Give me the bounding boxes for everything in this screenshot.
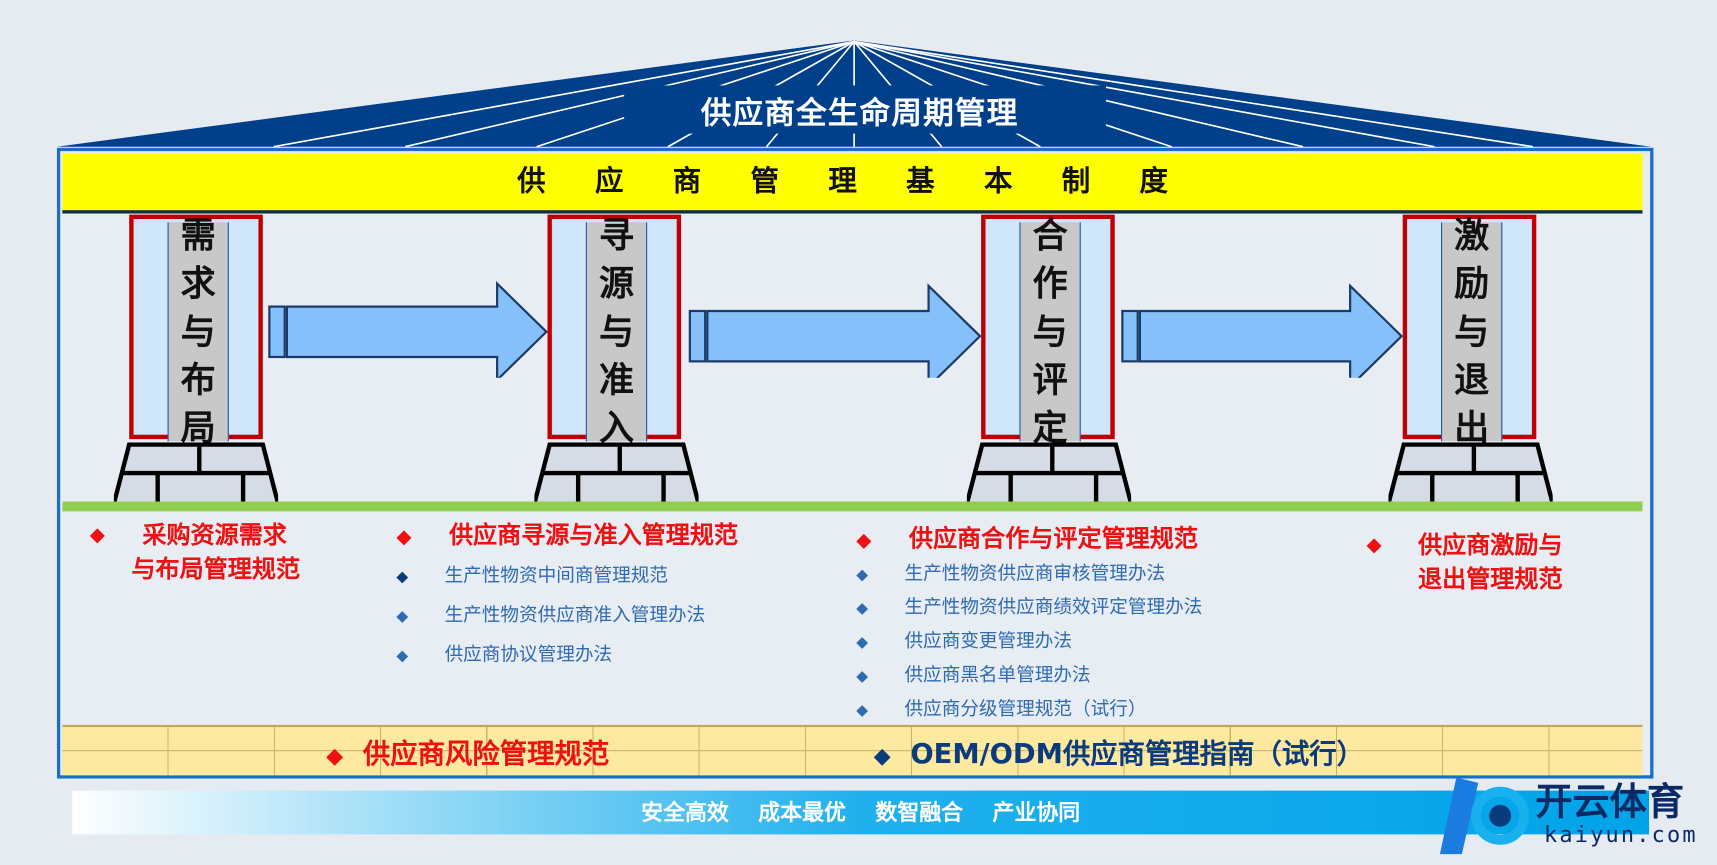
- diamond-icon: ◆: [396, 525, 412, 549]
- diamond-icon: ◆: [856, 528, 872, 552]
- diamond-icon: ◆: [856, 701, 869, 720]
- diamond-icon: ◆: [856, 566, 869, 584]
- house-frame: [56, 147, 1654, 779]
- pillar-incentive-exit: 激励与退出: [1402, 214, 1537, 449]
- diamond-icon: ◆: [856, 600, 869, 618]
- pillar-cooperation-evaluation: 合作与评定: [981, 214, 1115, 449]
- list-item: ◆生产性物资供应商绩效评定管理办法: [856, 591, 1316, 625]
- roof: [56, 40, 1652, 148]
- ground-strip: [62, 501, 1643, 512]
- diamond-icon: ◆: [396, 647, 409, 665]
- column-cooperation: ◆ 供应商合作与评定管理规范 ◆生产性物资供应商审核管理办法 ◆生产性物资供应商绩…: [856, 522, 1316, 727]
- diamond-icon: ◆: [89, 523, 105, 547]
- column-heading: 退出管理规范: [1418, 566, 1563, 594]
- arrow-1: [268, 281, 548, 378]
- pillar-base: [1388, 442, 1553, 504]
- column-heading: 供应商合作与评定管理规范: [908, 525, 1198, 553]
- risk-management-label: ◆供应商风险管理规范: [326, 738, 610, 770]
- kaiyun-logo: 开云体育 kaiyun.com: [1434, 767, 1708, 865]
- column-heading: 供应商激励与: [1418, 532, 1563, 560]
- pillar-base: [966, 442, 1132, 504]
- list-item: ◆供应商分级管理规范（试行）: [856, 693, 1316, 727]
- diamond-icon: ◆: [396, 568, 409, 586]
- diamond-icon: ◆: [396, 607, 409, 626]
- list-item: ◆生产性物资供应商审核管理办法: [856, 557, 1316, 591]
- pillar-sourcing-access: 寻源与准入: [547, 214, 682, 449]
- diamond-icon: ◆: [856, 667, 869, 686]
- diamond-icon: ◆: [873, 742, 891, 769]
- pillar-demand-layout: 需求与布局: [129, 214, 263, 449]
- pillar-base: [113, 442, 279, 504]
- foundation-bricks: [62, 724, 1643, 776]
- list-item: ◆供应商变更管理办法: [856, 625, 1316, 659]
- oem-odm-guide-label: ◆OEM/ODM供应商管理指南（试行）: [873, 738, 1364, 770]
- logo-mark-icon: [1439, 777, 1530, 855]
- foundation-bar: 供 应 商 管 理 基 本 制 度: [62, 153, 1643, 214]
- diamond-icon: ◆: [326, 742, 344, 769]
- column-heading: 与布局管理规范: [131, 556, 301, 584]
- list-item: ◆供应商协议管理办法: [396, 638, 834, 672]
- column-heading: 采购资源需求: [142, 522, 287, 550]
- column-heading: 供应商寻源与准入管理规范: [448, 522, 739, 550]
- arrow-2: [688, 283, 982, 378]
- values-banner: 安全高效 成本最优 数智融合 产业协同: [72, 790, 1650, 835]
- diagram-title: 供应商全生命周期管理: [700, 95, 1019, 132]
- list-item: ◆生产性物资中间商管理规范: [396, 560, 834, 594]
- diamond-icon: ◆: [1366, 533, 1382, 557]
- pillar-base: [534, 442, 699, 504]
- list-item: ◆生产性物资供应商准入管理办法: [396, 599, 834, 633]
- list-item: ◆供应商黑名单管理办法: [856, 659, 1316, 693]
- diamond-icon: ◆: [856, 634, 869, 652]
- column-sourcing: ◆ 供应商寻源与准入管理规范 ◆生产性物资中间商管理规范 ◆生产性物资供应商准入管…: [396, 519, 834, 672]
- arrow-3: [1121, 283, 1404, 378]
